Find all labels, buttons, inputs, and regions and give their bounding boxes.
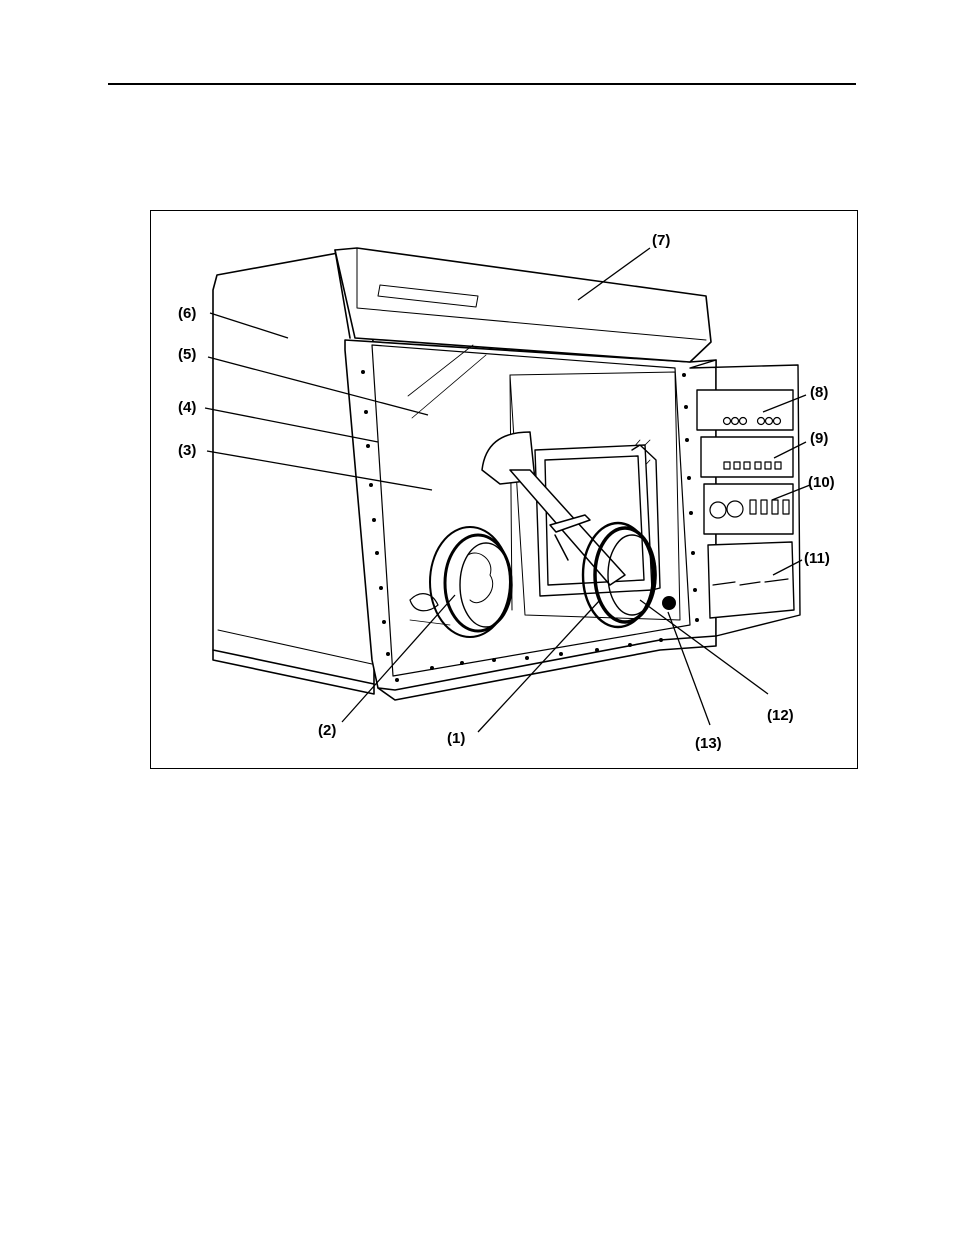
callout-10: (10) bbox=[808, 474, 835, 491]
callout-11: (11) bbox=[804, 550, 830, 567]
callout-4: (4) bbox=[178, 399, 196, 416]
port-knob bbox=[662, 596, 676, 610]
callout-9: (9) bbox=[810, 430, 828, 447]
callout-13: (13) bbox=[695, 735, 722, 752]
front-frame bbox=[345, 340, 716, 700]
callout-5: (5) bbox=[178, 346, 196, 363]
callout-7: (7) bbox=[652, 232, 670, 249]
callout-3: (3) bbox=[178, 442, 196, 459]
callout-1: (1) bbox=[447, 730, 465, 747]
left-side-panel bbox=[213, 253, 374, 694]
callout-2: (2) bbox=[318, 722, 336, 739]
callout-6: (6) bbox=[178, 305, 196, 322]
callout-12: (12) bbox=[767, 707, 794, 724]
callout-8: (8) bbox=[810, 384, 828, 401]
